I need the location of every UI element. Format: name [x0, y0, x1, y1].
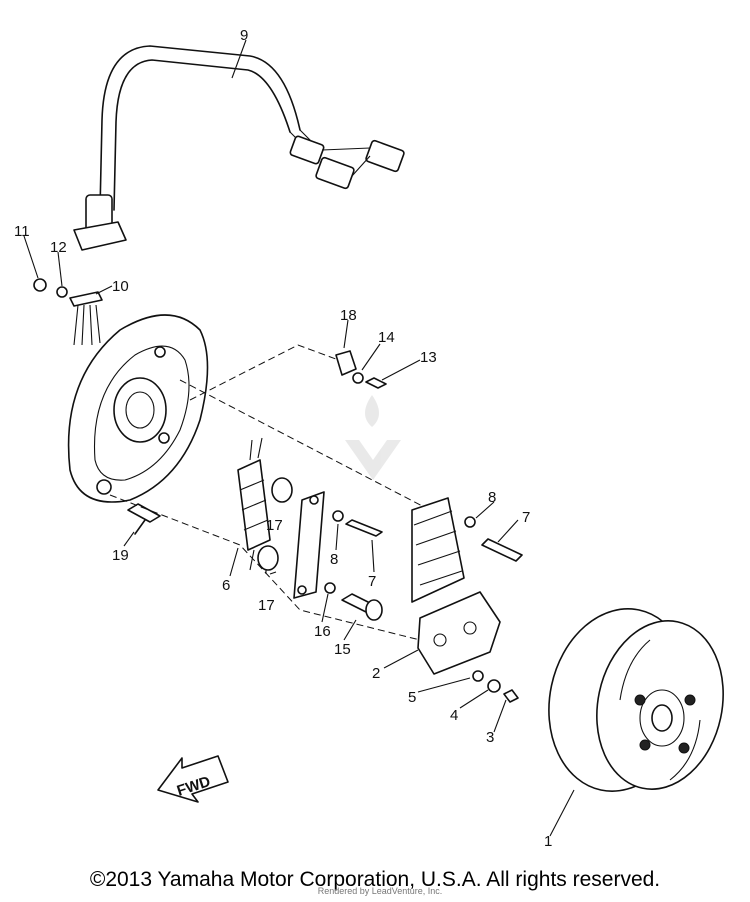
callout-7a: 7 — [522, 509, 530, 526]
alignment-lines — [109, 344, 431, 641]
stator-base-plate — [67, 314, 209, 503]
washer-screw-right — [464, 516, 523, 562]
clamp-screw-group — [33, 278, 103, 346]
callout-1: 1 — [544, 833, 552, 850]
callout-12: 12 — [50, 239, 67, 256]
callout-4: 4 — [450, 707, 458, 724]
fwd-arrow-icon: FWD — [157, 755, 229, 803]
callout-18: 18 — [340, 307, 357, 324]
callout-19: 19 — [112, 547, 129, 564]
washer-nut-group — [472, 670, 519, 703]
callout-9: 9 — [240, 27, 248, 44]
watermark-logo-icon — [345, 395, 401, 480]
screw-19 — [127, 503, 161, 535]
callout-2: 2 — [372, 665, 380, 682]
leader-lines — [23, 39, 575, 837]
bracket-2 — [417, 591, 501, 675]
callout-16: 16 — [314, 623, 331, 640]
lighting-coil — [411, 497, 465, 603]
copyright-notice: ©2013 Yamaha Motor Corporation, U.S.A. A… — [89, 868, 661, 891]
washer-spacer-group — [324, 582, 383, 621]
contact-point-group — [335, 350, 387, 389]
collar-17-group — [257, 477, 293, 571]
wire-harness — [73, 45, 405, 251]
render-credit-overlay: Rendered by LeadVenture, Inc. — [317, 886, 443, 896]
core-plate — [293, 491, 325, 599]
callout-6: 6 — [222, 577, 230, 594]
callout-8b: 8 — [330, 551, 338, 568]
callout-15: 15 — [334, 641, 351, 658]
callout-11: 11 — [14, 223, 30, 240]
callout-5: 5 — [408, 689, 416, 706]
callout-14: 14 — [378, 329, 395, 346]
callout-7b: 7 — [368, 573, 376, 590]
callout-17b: 17 — [258, 597, 275, 614]
callout-10: 10 — [112, 278, 129, 295]
callout-17a: 17 — [266, 517, 283, 534]
callout-8a: 8 — [488, 489, 496, 506]
callout-13: 13 — [420, 349, 437, 366]
flywheel-rotor — [548, 608, 724, 792]
source-coil-6 — [237, 437, 271, 571]
washer-screw-center — [332, 510, 383, 537]
callout-3: 3 — [486, 729, 494, 746]
callout-numbers: 9 11 12 10 18 14 13 19 6 17 17 8 7 8 7 1… — [14, 27, 552, 850]
